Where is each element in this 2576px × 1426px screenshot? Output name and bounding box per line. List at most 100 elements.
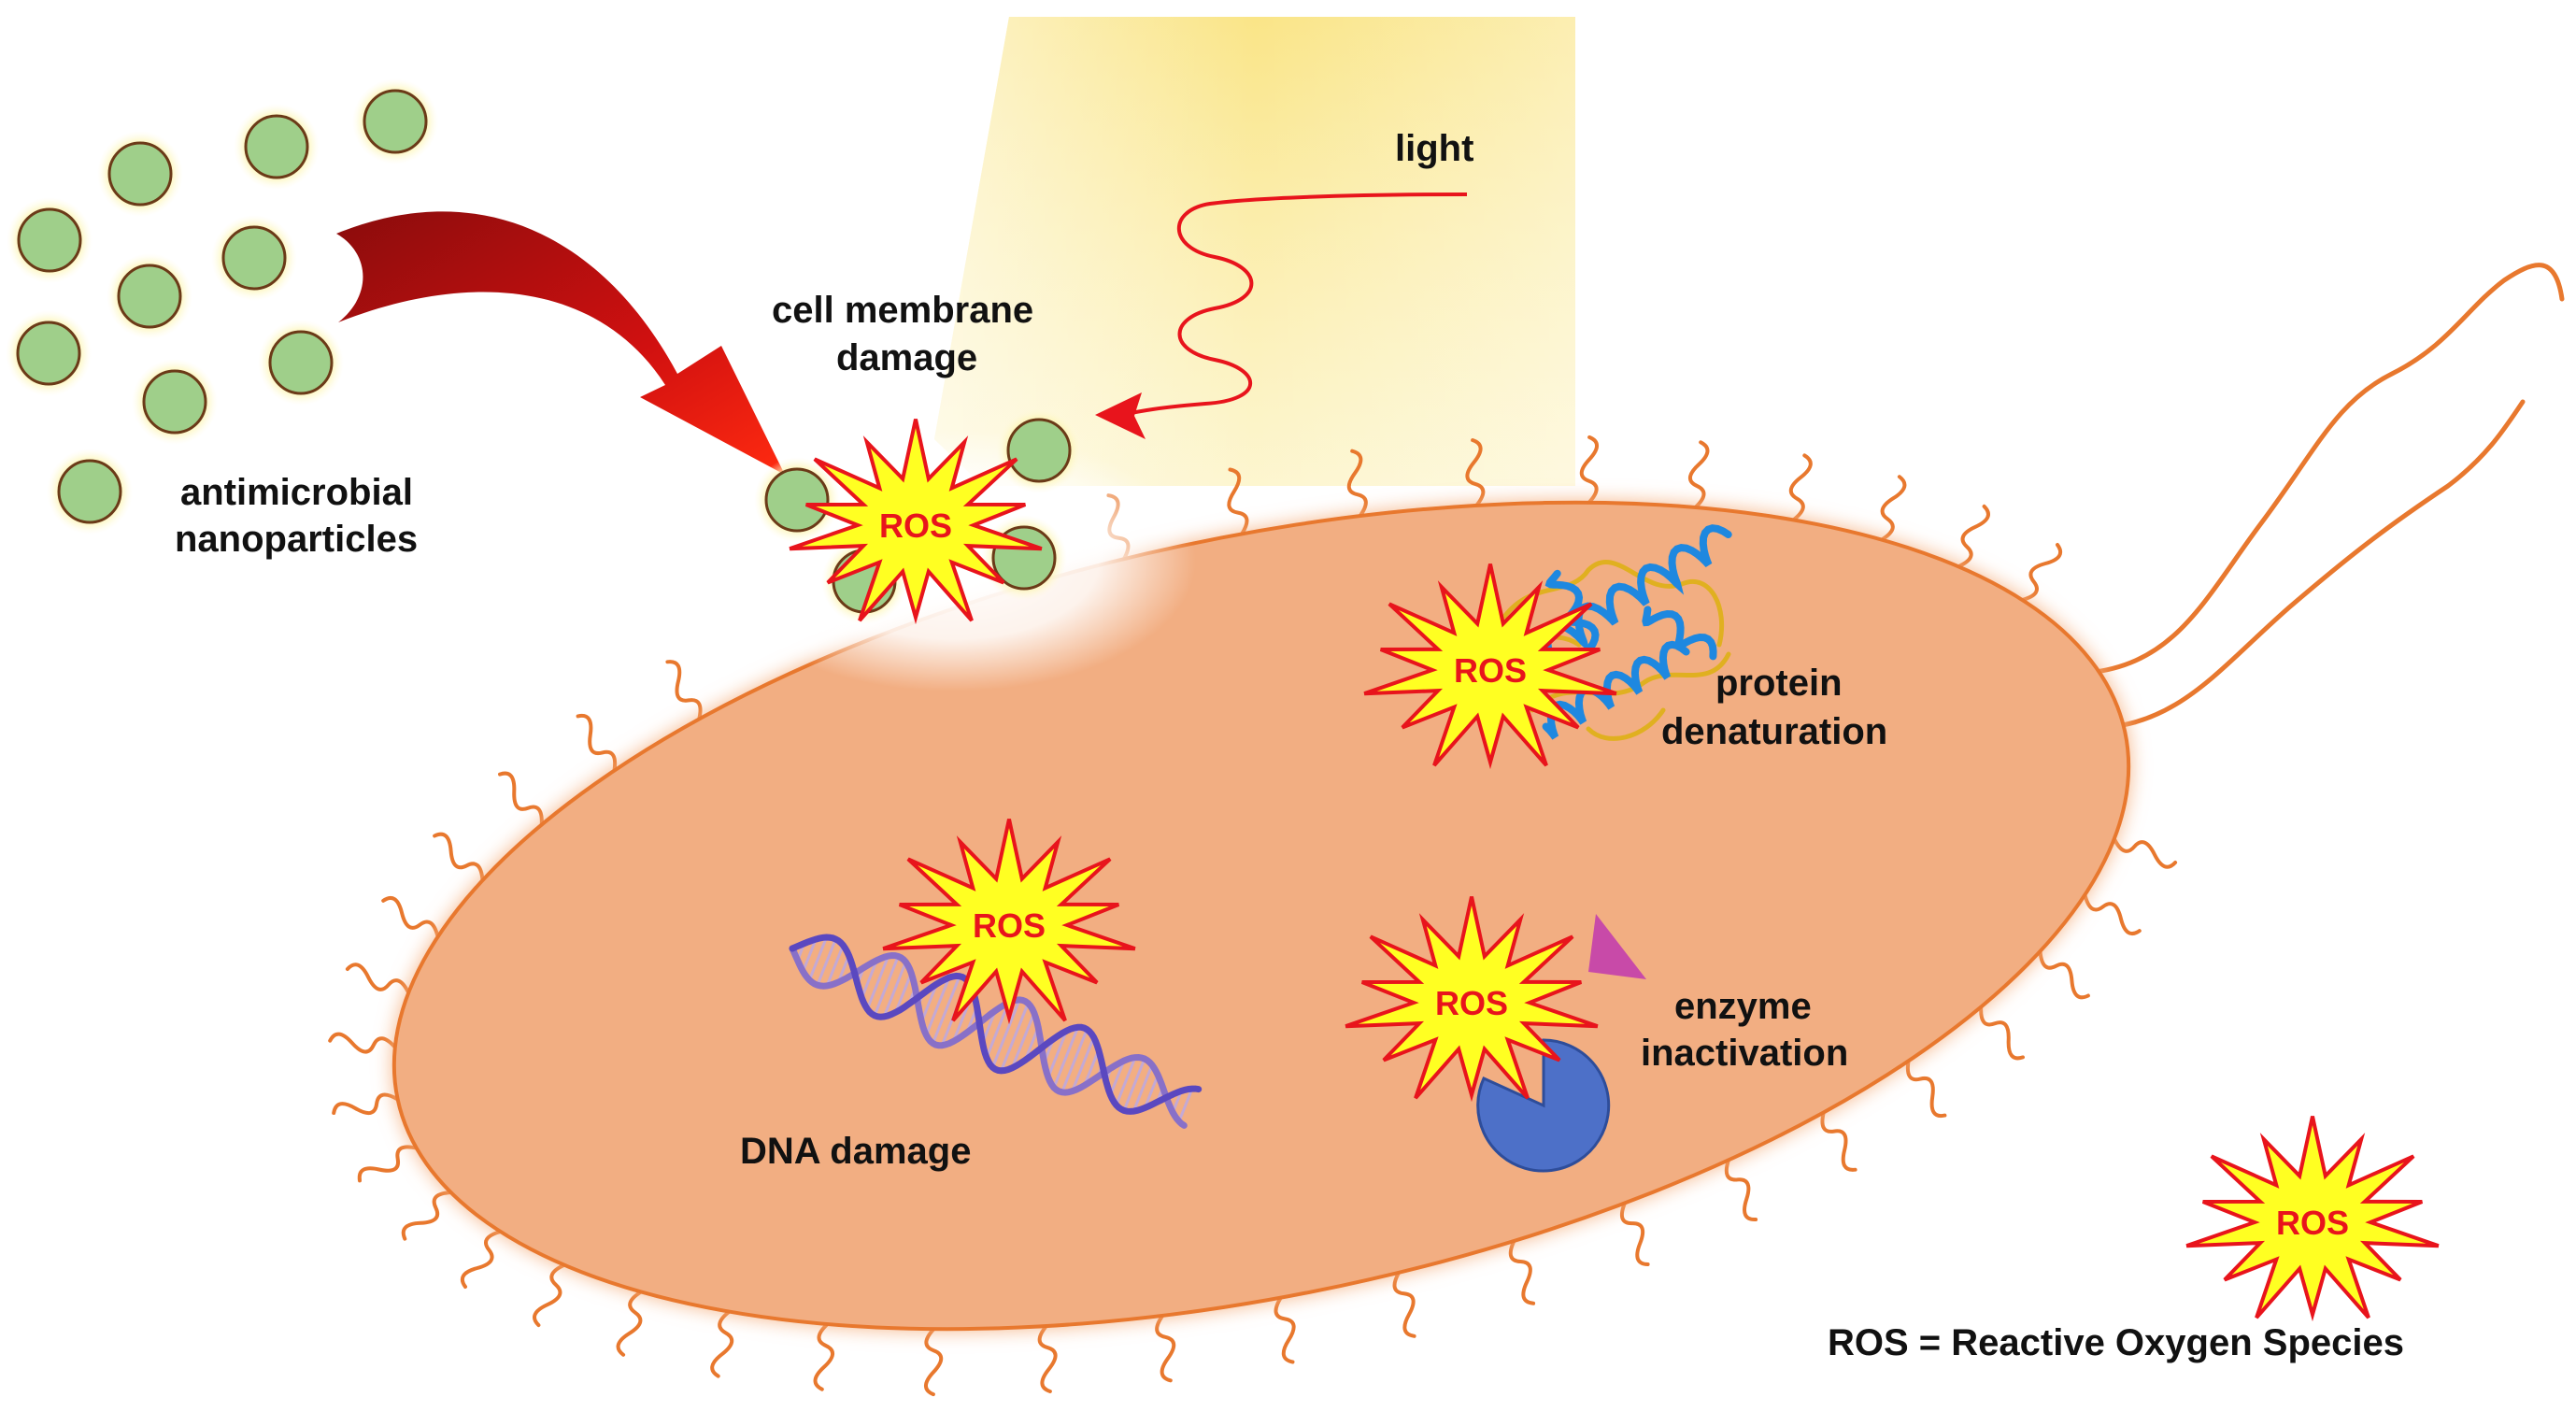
dna-helix bbox=[789, 934, 1203, 1129]
pilus bbox=[1579, 435, 1600, 505]
pilus bbox=[1037, 1324, 1058, 1393]
nanoparticle-core bbox=[1006, 418, 1072, 483]
label-membrane-2: damage bbox=[836, 337, 977, 378]
pilus bbox=[1820, 1110, 1857, 1172]
pilus bbox=[923, 1327, 944, 1397]
nanoparticle-delivery-arrow bbox=[336, 211, 785, 475]
dna-base-pair bbox=[1000, 1003, 1030, 1072]
dna-base-pair bbox=[807, 936, 828, 981]
nanoparticle bbox=[352, 78, 438, 164]
legend-text: ROS = Reactive Oxygen Species bbox=[1828, 1322, 2404, 1363]
nanoparticle bbox=[981, 515, 1067, 601]
pilus bbox=[1465, 438, 1486, 507]
ros-burst: ROS bbox=[1363, 563, 1617, 770]
pilus bbox=[1788, 453, 1813, 522]
pilus bbox=[332, 1092, 400, 1116]
dna-base-pair bbox=[991, 999, 1021, 1068]
flagellum-2 bbox=[2081, 399, 2526, 732]
light-beam bbox=[934, 17, 1575, 486]
ros-starburst bbox=[1345, 896, 1599, 1103]
dna-base-pair bbox=[924, 977, 951, 1036]
dna-base-pair bbox=[1115, 1057, 1137, 1106]
pilus bbox=[498, 771, 544, 827]
light-wave-line bbox=[1120, 193, 1468, 417]
dna-base-pair bbox=[1143, 1074, 1160, 1109]
dna-base-pair bbox=[825, 944, 845, 987]
label-nanoparticles-1: antimicrobial bbox=[180, 472, 413, 513]
pilus bbox=[1619, 1201, 1650, 1266]
ros-label: ROS bbox=[973, 906, 1046, 945]
dna-base-pair bbox=[894, 972, 913, 1013]
pili bbox=[328, 435, 2178, 1397]
dna-base-pair bbox=[1122, 1058, 1146, 1111]
ros-label: ROS bbox=[879, 506, 952, 545]
dna-base-pair bbox=[1177, 1088, 1194, 1122]
nanoparticle-core bbox=[142, 369, 207, 435]
ros-burst: ROS bbox=[882, 819, 1136, 1025]
ros-starburst bbox=[1363, 563, 1617, 770]
nanoparticle bbox=[754, 457, 840, 543]
pilus bbox=[1508, 1238, 1536, 1305]
pilus bbox=[381, 896, 440, 939]
nanoparticle-core bbox=[244, 114, 309, 179]
dna-base-pair bbox=[873, 955, 900, 1017]
ros-starburst bbox=[2185, 1116, 2440, 1322]
nanoparticle bbox=[7, 197, 93, 283]
pilus bbox=[357, 1145, 419, 1183]
enzyme-substrate bbox=[1588, 914, 1646, 979]
bacterial-cell bbox=[391, 500, 2131, 1332]
pilus bbox=[1346, 449, 1368, 519]
light-wave bbox=[1095, 193, 1468, 439]
pilus bbox=[710, 1309, 734, 1378]
pilus bbox=[813, 1321, 835, 1391]
pilus bbox=[328, 1032, 397, 1054]
nanoparticle bbox=[234, 104, 320, 190]
nanoparticle-core bbox=[268, 330, 334, 395]
nanoparticle bbox=[258, 320, 344, 406]
nanoparticle bbox=[211, 215, 297, 301]
ros-label: ROS bbox=[1435, 984, 1508, 1022]
nanoparticle bbox=[132, 359, 218, 445]
protein-coil bbox=[1586, 707, 1666, 741]
dna-base-pair bbox=[816, 938, 837, 986]
label-protein-1: protein bbox=[1715, 663, 1843, 704]
dna-base-pair bbox=[932, 976, 961, 1045]
light-beam-sheen bbox=[934, 17, 1575, 486]
ros-burst: ROS bbox=[1345, 896, 1599, 1103]
label-membrane-1: cell membrane bbox=[772, 290, 1033, 331]
dna-base-pair bbox=[1052, 1026, 1080, 1089]
nanoparticle-core bbox=[57, 459, 122, 524]
label-enzyme-1: enzyme bbox=[1674, 986, 1812, 1027]
pilus bbox=[460, 1230, 503, 1289]
ros-burst: ROS bbox=[789, 419, 1043, 625]
label-nanoparticles-2: nanoparticles bbox=[175, 519, 418, 560]
pilus bbox=[433, 832, 485, 882]
dna-base-pair bbox=[882, 961, 907, 1018]
pilus bbox=[1957, 504, 1990, 569]
nanoparticle bbox=[97, 131, 183, 217]
nanoparticle-core bbox=[16, 321, 81, 386]
pilus bbox=[2083, 892, 2142, 935]
dna-strand bbox=[789, 934, 1203, 1115]
dna-base-pair bbox=[1046, 1030, 1068, 1078]
flagella bbox=[2081, 263, 2565, 732]
pilus bbox=[2038, 949, 2090, 1000]
light-wave-arrowhead bbox=[1095, 392, 1146, 439]
pilus bbox=[345, 963, 411, 995]
dna-base-pair bbox=[1010, 1012, 1036, 1069]
label-enzyme-2: inactivation bbox=[1641, 1033, 1848, 1074]
pilus bbox=[401, 1191, 453, 1241]
nanoparticle-core bbox=[107, 141, 173, 207]
nanoparticle-core bbox=[117, 264, 182, 329]
nanoparticle-core bbox=[764, 467, 830, 533]
pilus bbox=[576, 713, 618, 773]
pilus bbox=[1274, 1295, 1296, 1364]
flagellum-1 bbox=[2085, 263, 2565, 676]
pilus bbox=[1687, 440, 1710, 510]
pilus bbox=[2112, 836, 2178, 869]
dna-base-pair bbox=[1109, 1060, 1126, 1096]
nanoparticle bbox=[6, 310, 92, 396]
